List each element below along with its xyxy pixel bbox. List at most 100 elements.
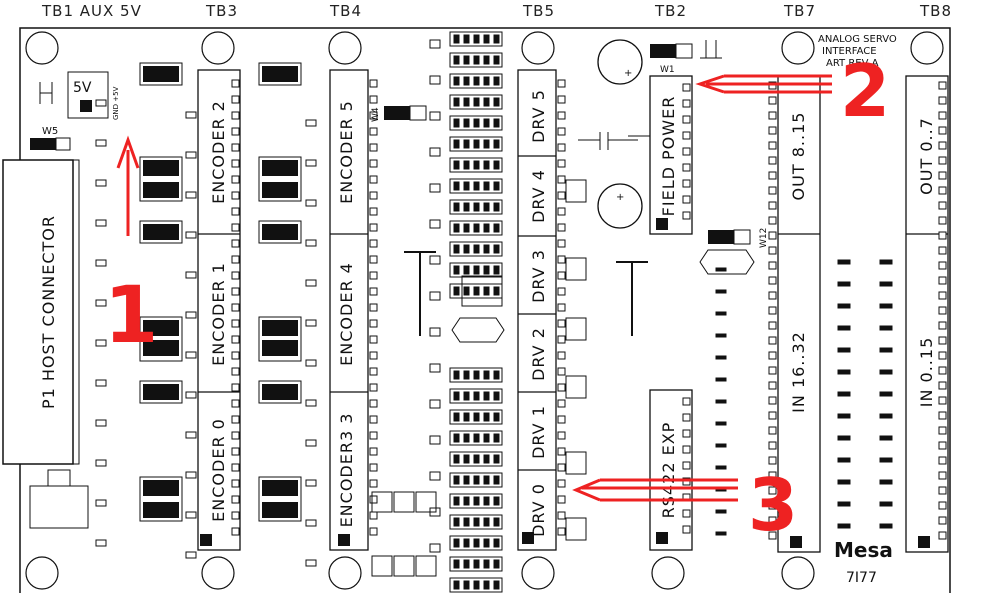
- ic-pin: [473, 265, 480, 275]
- tb7-pins: [768, 81, 777, 540]
- io-resistor: [837, 501, 851, 507]
- io-resistor: [715, 333, 727, 338]
- passive-part: [305, 319, 317, 327]
- terminal-pin: [231, 175, 240, 184]
- terminal-pin: [231, 383, 240, 392]
- passive-part: [185, 391, 197, 399]
- terminal-pin: [369, 367, 378, 376]
- terminal-pin: [682, 397, 691, 406]
- ic-pin: [453, 370, 460, 380]
- passive-part: [429, 543, 441, 553]
- ic-pin: [483, 580, 490, 590]
- terminal-pin: [369, 159, 378, 168]
- terminal-pin: [231, 351, 240, 360]
- ic-pin: [473, 559, 480, 569]
- tb5-header: TB5: [523, 2, 555, 20]
- ic-pin: [453, 223, 460, 233]
- terminal-pin: [768, 111, 777, 120]
- center-ic-column: [429, 31, 503, 593]
- ic-pin: [473, 118, 480, 128]
- ic-pin: [463, 496, 470, 506]
- passive-part: [95, 259, 107, 267]
- ic-pin: [463, 517, 470, 527]
- rs422-block: [649, 389, 693, 551]
- ic-pin: [453, 538, 460, 548]
- terminal-pin: [557, 383, 566, 392]
- rs422-pins: [682, 397, 691, 534]
- terminal-pin: [557, 111, 566, 120]
- terminal-pin: [768, 321, 777, 330]
- terminal-pin: [938, 96, 947, 105]
- io-resistor: [837, 523, 851, 529]
- io-resistor: [715, 311, 727, 316]
- ic-pin: [483, 517, 490, 527]
- terminal-pin: [768, 426, 777, 435]
- terminal-pin: [682, 461, 691, 470]
- terminal-pin: [231, 335, 240, 344]
- terminal-pin: [369, 127, 378, 136]
- terminal-pin: [938, 291, 947, 300]
- ic-pin: [493, 475, 500, 485]
- terminal-pin: [768, 306, 777, 315]
- ic-pin: [493, 55, 500, 65]
- terminal-pin: [768, 336, 777, 345]
- ic-pin: [493, 286, 500, 296]
- terminal-pin: [938, 216, 947, 225]
- terminal-pin: [768, 126, 777, 135]
- regulator-outline: [29, 485, 89, 529]
- terminal-pin: [938, 141, 947, 150]
- terminal-pin: [768, 141, 777, 150]
- encoder5-label: ENCODER 5: [337, 100, 356, 204]
- tb4-block: [329, 69, 369, 551]
- io-resistor: [715, 443, 727, 448]
- ic-pin: [453, 454, 460, 464]
- tb2-block: [649, 75, 693, 235]
- terminal-pin: [369, 351, 378, 360]
- ic-pin: [483, 475, 490, 485]
- terminal-pin: [768, 216, 777, 225]
- ic-pin: [483, 76, 490, 86]
- terminal-pin: [768, 456, 777, 465]
- encoder-components-mid: [262, 66, 298, 518]
- passive-part: [305, 239, 317, 247]
- terminal-pin: [231, 431, 240, 440]
- ic-pin: [463, 76, 470, 86]
- terminal-pin: [768, 171, 777, 180]
- ic-pin: [453, 496, 460, 506]
- terminal-pin: [938, 336, 947, 345]
- io-small-parts: [95, 99, 893, 567]
- passive-part: [95, 379, 107, 387]
- tb3-block: [197, 69, 241, 551]
- annotation-arrow-2: [695, 74, 832, 94]
- terminal-pin: [369, 495, 378, 504]
- terminal-pin: [938, 81, 947, 90]
- host-connector-body: [2, 159, 74, 465]
- passive-part: [185, 351, 197, 359]
- annotation-arrow-3: [572, 478, 738, 502]
- tb5-dividers: [518, 155, 556, 471]
- ic-pin: [453, 412, 460, 422]
- terminal-pin: [938, 306, 947, 315]
- ic-pin: [463, 244, 470, 254]
- terminal-pin: [768, 501, 777, 510]
- ic-pin: [493, 517, 500, 527]
- terminal-pin: [768, 231, 777, 240]
- terminal-pin: [682, 429, 691, 438]
- ic-pin: [463, 139, 470, 149]
- io-resistor: [837, 413, 851, 419]
- ic-pin: [473, 412, 480, 422]
- ic-pin: [473, 517, 480, 527]
- ic-pin: [483, 34, 490, 44]
- crystal-outline: [451, 317, 505, 343]
- ic-pin: [463, 265, 470, 275]
- ic-pin: [493, 160, 500, 170]
- terminal-pin: [557, 495, 566, 504]
- terminal-pin: [369, 527, 378, 536]
- ic-pin: [473, 454, 480, 464]
- terminal-pin: [768, 531, 777, 540]
- terminal-pin: [369, 511, 378, 520]
- ic-pin: [453, 55, 460, 65]
- ic-pin: [463, 580, 470, 590]
- terminal-pin: [231, 239, 240, 248]
- passive-part: [429, 183, 441, 193]
